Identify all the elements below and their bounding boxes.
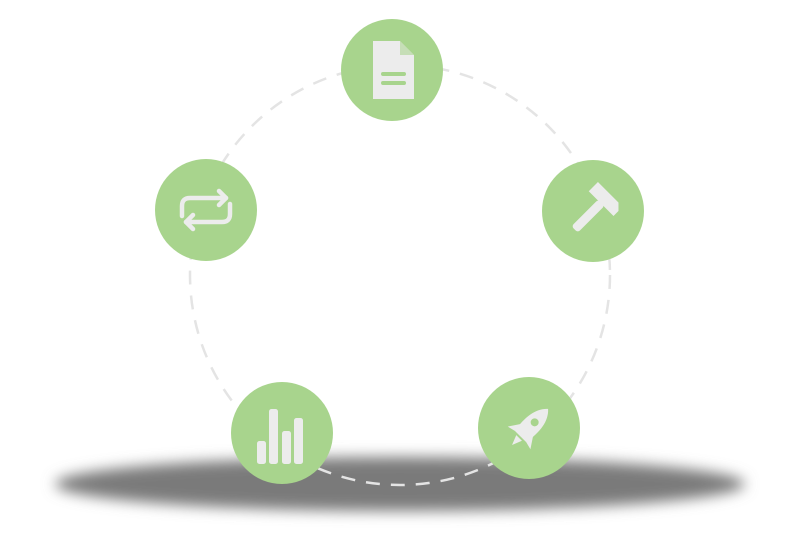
rocket-icon (507, 408, 549, 450)
cycle-connector-ring (188, 63, 612, 487)
cycle-node-analytics (231, 382, 333, 484)
cycle-node-build (542, 160, 644, 262)
cycle-node-iterate (155, 159, 257, 261)
document-icon (373, 41, 414, 99)
hammer-icon (572, 182, 619, 232)
bar-chart-icon (257, 409, 303, 464)
node-circle (155, 159, 257, 261)
cycle-node-launch (478, 377, 580, 479)
node-circle (231, 382, 333, 484)
cycle-node-document (341, 19, 443, 121)
repeat-icon (179, 188, 233, 232)
